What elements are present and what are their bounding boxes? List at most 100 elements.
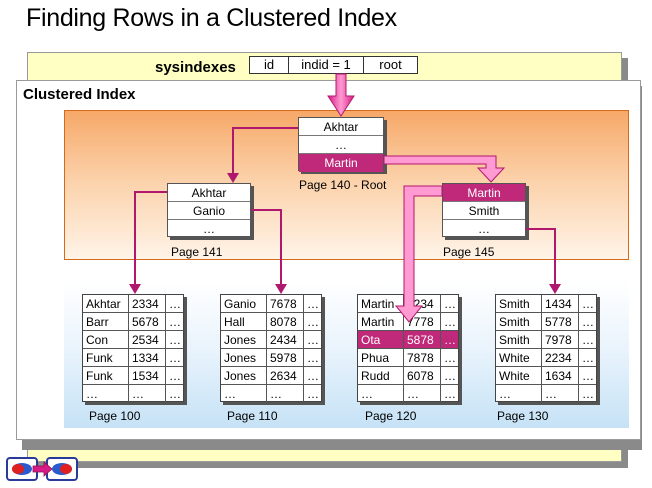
- root-page-node: Akhtar … Martin: [298, 117, 384, 172]
- row-value: 2634: [267, 367, 304, 384]
- row-name: Phua: [358, 349, 404, 366]
- root-entry-akhtar: Akhtar: [299, 118, 383, 136]
- row-value: …: [404, 385, 441, 403]
- table-row: ………: [83, 385, 183, 403]
- row-more: …: [169, 333, 181, 347]
- row-more: …: [307, 315, 319, 329]
- row-name: Jones: [221, 367, 267, 384]
- leaf-page-120-caption: Page 120: [365, 409, 417, 423]
- page-141-node: Akhtar Ganio …: [167, 183, 251, 237]
- row-value: 5978: [267, 349, 304, 366]
- row-value: 1534: [129, 367, 166, 384]
- page-145-caption: Page 145: [443, 245, 495, 259]
- row-value: …: [267, 385, 304, 403]
- row-name: Martin: [358, 295, 404, 312]
- clustered-index-label: Clustered Index: [23, 86, 136, 103]
- row-name: …: [358, 385, 404, 403]
- page-141-entry-ellipsis: …: [203, 222, 215, 236]
- row-more: …: [582, 351, 594, 365]
- row-name: Smith: [496, 313, 542, 330]
- row-more: …: [582, 387, 594, 401]
- arrow-between-slides-icon: [32, 461, 53, 477]
- row-more: …: [307, 351, 319, 365]
- row-more: …: [582, 315, 594, 329]
- page-145-node: Martin Smith …: [442, 183, 526, 237]
- row-more: …: [307, 387, 319, 401]
- row-name: White: [496, 367, 542, 384]
- row-value: 6078: [404, 367, 441, 384]
- row-name: Jones: [221, 331, 267, 348]
- root-entry-ellipsis: …: [299, 136, 383, 154]
- table-row: ………: [358, 385, 458, 403]
- row-value: 7978: [542, 331, 579, 348]
- page-145-entry-ellipsis: …: [478, 222, 490, 236]
- row-name: Barr: [83, 313, 129, 330]
- row-more: …: [444, 387, 456, 401]
- row-name: …: [496, 385, 542, 403]
- root-page-caption: Page 140 - Root: [299, 178, 387, 192]
- table-row: ………: [496, 385, 596, 403]
- row-name: …: [83, 385, 129, 403]
- row-name: Ganio: [221, 295, 267, 312]
- row-name: Funk: [83, 349, 129, 366]
- row-more: …: [169, 351, 181, 365]
- row-more: …: [444, 315, 456, 329]
- row-more: …: [444, 333, 456, 347]
- leaf-page-100-caption: Page 100: [89, 409, 141, 423]
- leaf-page-110-caption: Page 110: [227, 409, 278, 423]
- slide-navigation[interactable]: [6, 456, 78, 482]
- sysindexes-column-root: root: [379, 57, 402, 72]
- previous-slide-icon[interactable]: [6, 457, 38, 481]
- row-value: 2234: [542, 349, 579, 366]
- sysindexes-table: id indid = 1 root: [249, 56, 418, 74]
- row-more: …: [582, 333, 594, 347]
- row-name: …: [221, 385, 267, 403]
- sysindexes-label: sysindexes: [155, 59, 236, 76]
- row-value: 7678: [267, 295, 304, 312]
- row-more: …: [582, 369, 594, 383]
- row-more: …: [444, 297, 456, 311]
- row-value: 7878: [404, 349, 441, 366]
- row-value: 7778: [404, 313, 441, 330]
- row-value: …: [542, 385, 579, 403]
- row-value: 1234: [404, 295, 441, 312]
- row-value: 2534: [129, 331, 166, 348]
- row-name: Smith: [496, 295, 542, 312]
- row-more: …: [169, 369, 181, 383]
- row-value: 1334: [129, 349, 166, 366]
- row-value: 1634: [542, 367, 579, 384]
- row-name: Rudd: [358, 367, 404, 384]
- next-slide-icon[interactable]: [46, 457, 78, 481]
- row-more: …: [444, 369, 456, 383]
- sysindexes-column-indid: indid = 1: [289, 57, 364, 73]
- row-name: White: [496, 349, 542, 366]
- row-value: …: [129, 385, 166, 403]
- row-more: …: [444, 351, 456, 365]
- row-more: …: [169, 315, 181, 329]
- row-value: 5678: [129, 313, 166, 330]
- row-more: …: [307, 333, 319, 347]
- page-141-entry-akhtar: Akhtar: [168, 184, 250, 202]
- row-more: …: [169, 387, 181, 401]
- row-name: Funk: [83, 367, 129, 384]
- leaf-page-130-caption: Page 130: [497, 409, 549, 423]
- row-name: Jones: [221, 349, 267, 366]
